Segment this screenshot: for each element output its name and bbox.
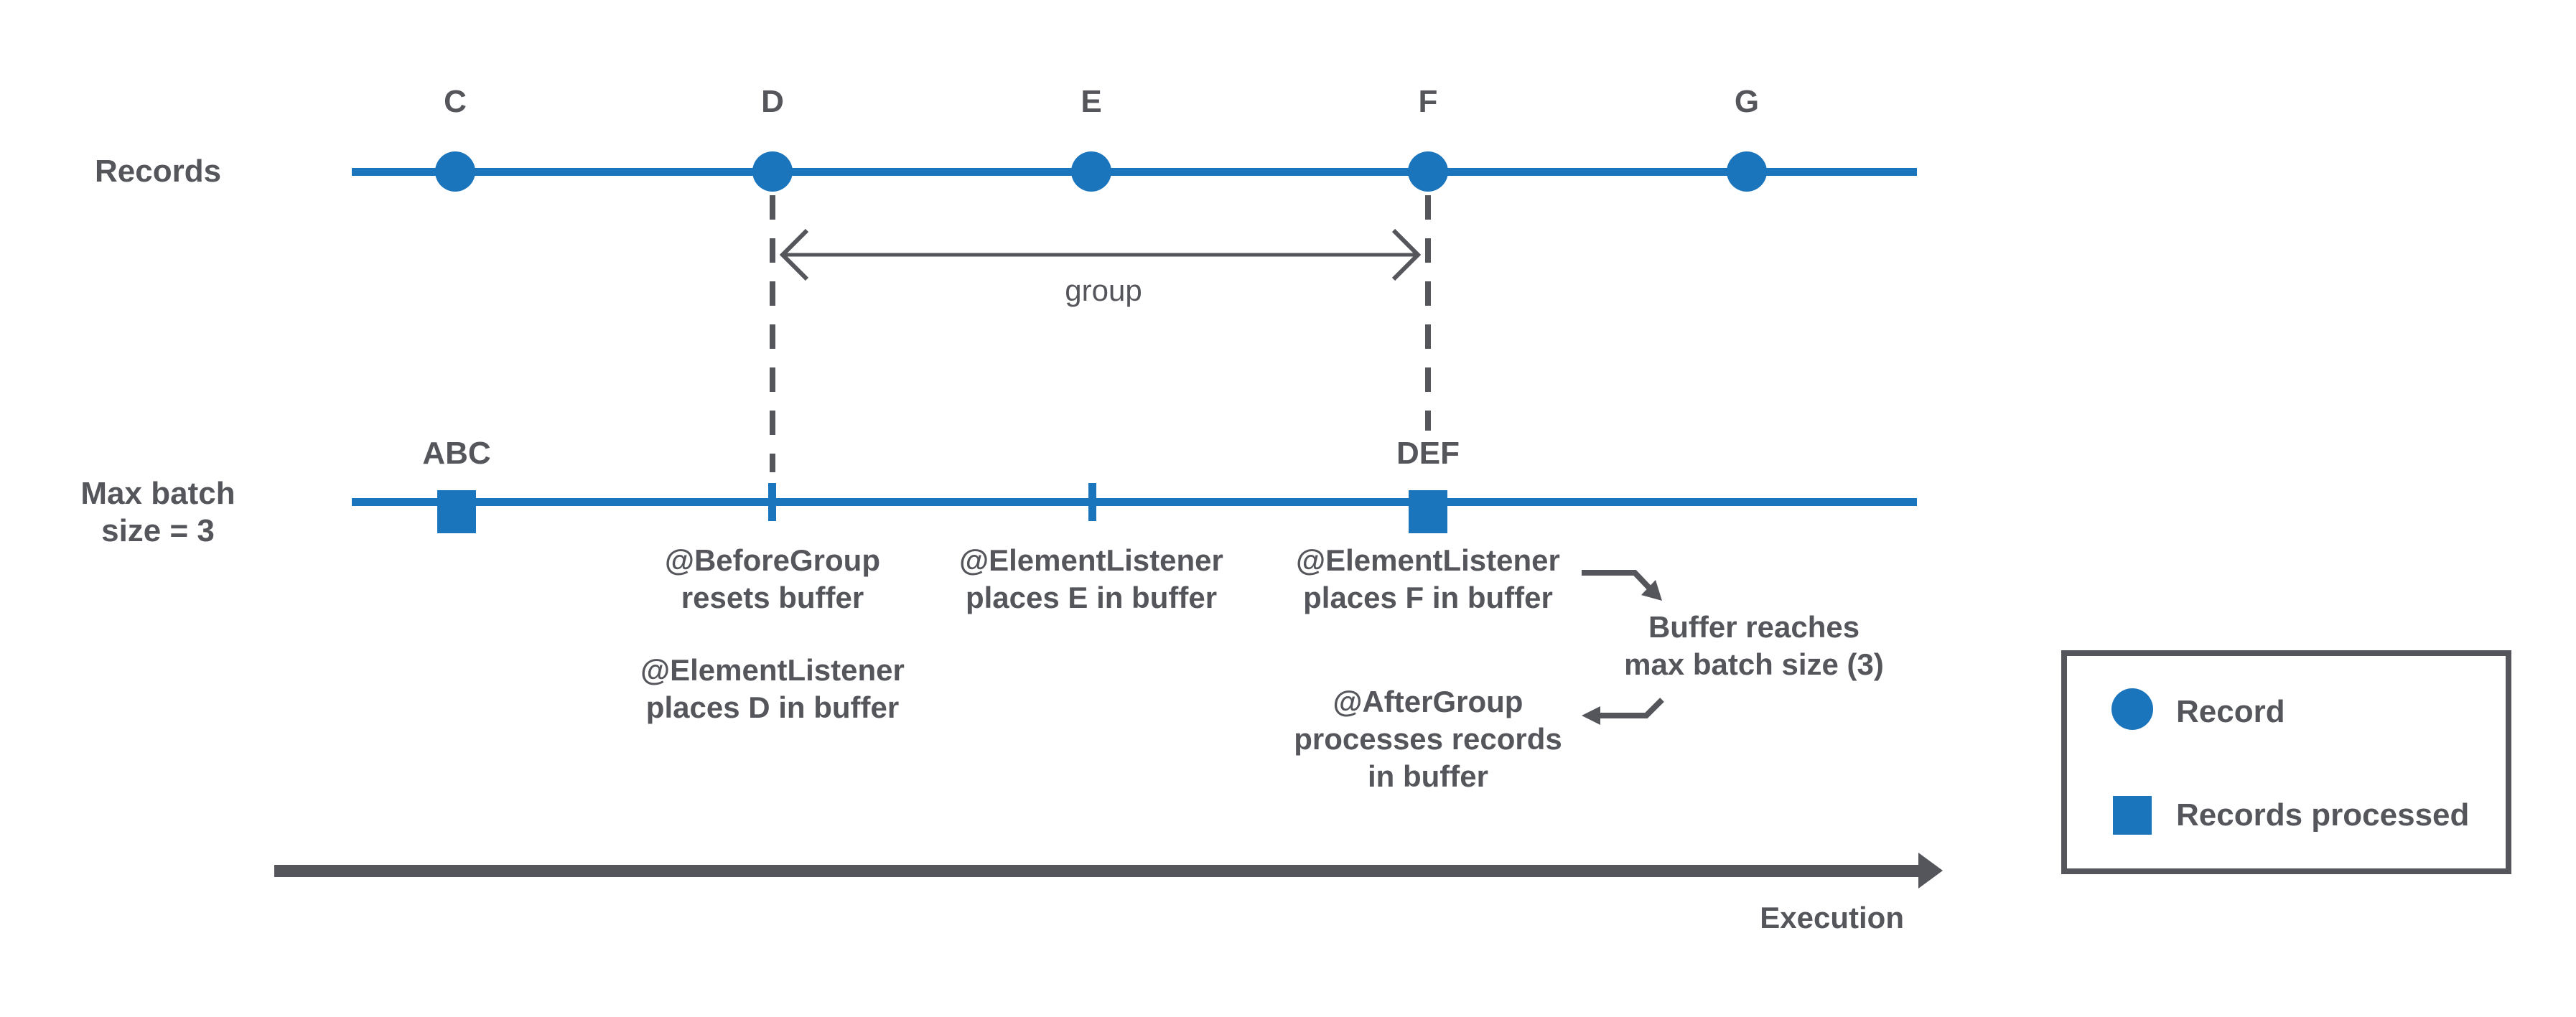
annotation-before-group: @BeforeGroup resets buffer — [615, 542, 930, 617]
batch-track-label-line1: Max batch — [80, 476, 235, 511]
annotation-line: @BeforeGroup — [665, 543, 880, 577]
annotation-line: @ElementListener — [640, 653, 905, 687]
batch-timeline — [352, 498, 1917, 506]
legend-record-label: Record — [2176, 694, 2285, 729]
annotation-line: @ElementListener — [959, 543, 1223, 577]
annotation-line: places D in buffer — [645, 690, 900, 724]
dashed-guide-f — [1425, 195, 1431, 431]
annotation-line: @AfterGroup — [1333, 685, 1523, 718]
point-label-e: E — [1081, 84, 1102, 119]
point-label-c: C — [444, 84, 467, 119]
execution-arrow-head-icon — [1918, 853, 1943, 889]
annotation-line: in buffer — [1368, 759, 1488, 793]
annotation-line: places F in buffer — [1303, 581, 1553, 614]
annotation-buffer-reaches: Buffer reaches max batch size (3) — [1567, 609, 1941, 683]
annotation-line: resets buffer — [681, 581, 864, 614]
group-label: group — [1065, 273, 1142, 307]
bent-arrow-left-icon — [1582, 698, 1664, 725]
annotation-line: Buffer reaches — [1648, 610, 1860, 644]
batch-label-abc: ABC — [422, 436, 491, 471]
annotation-element-e: @ElementListener places E in buffer — [933, 542, 1249, 617]
legend-box: Record Records processed — [2061, 650, 2511, 874]
batch-track-label-line2: size = 3 — [101, 513, 215, 548]
buffer-tick-icon — [1088, 483, 1096, 521]
annotation-line: max batch size (3) — [1624, 647, 1884, 681]
records-track-label: Records — [95, 154, 222, 189]
annotation-after-group: @AfterGroup processes records in buffer — [1263, 683, 1593, 795]
annotation-line: places E in buffer — [965, 581, 1218, 614]
record-dot-icon — [435, 151, 475, 192]
annotation-element-d: @ElementListener places D in buffer — [615, 652, 930, 726]
record-dot-icon — [1408, 151, 1448, 192]
annotation-line: @ElementListener — [1296, 543, 1560, 577]
dashed-guide-d — [770, 195, 775, 472]
records-timeline — [352, 168, 1917, 176]
record-dot-icon — [1071, 151, 1111, 192]
batch-track-label: Max batch size = 3 — [50, 475, 266, 550]
processed-square-icon — [437, 490, 476, 533]
point-label-f: F — [1418, 84, 1438, 119]
group-range-arrow — [779, 228, 1422, 281]
point-label-d: D — [761, 84, 784, 119]
execution-arrow — [274, 865, 1918, 877]
annotation-element-f: @ElementListener places F in buffer — [1263, 542, 1593, 617]
batch-label-def: DEF — [1396, 436, 1460, 471]
annotation-line: processes records — [1294, 722, 1562, 756]
record-dot-icon — [752, 151, 793, 192]
legend-record-icon — [2111, 688, 2153, 730]
legend-records-processed-icon — [2113, 796, 2152, 835]
legend-records-processed-label: Records processed — [2176, 797, 2470, 833]
point-label-g: G — [1734, 84, 1760, 119]
record-dot-icon — [1727, 151, 1767, 192]
processed-square-icon — [1409, 490, 1447, 533]
execution-label: Execution — [1760, 901, 1904, 934]
bent-arrow-down-right-icon — [1582, 570, 1662, 601]
buffer-tick-icon — [768, 483, 776, 521]
